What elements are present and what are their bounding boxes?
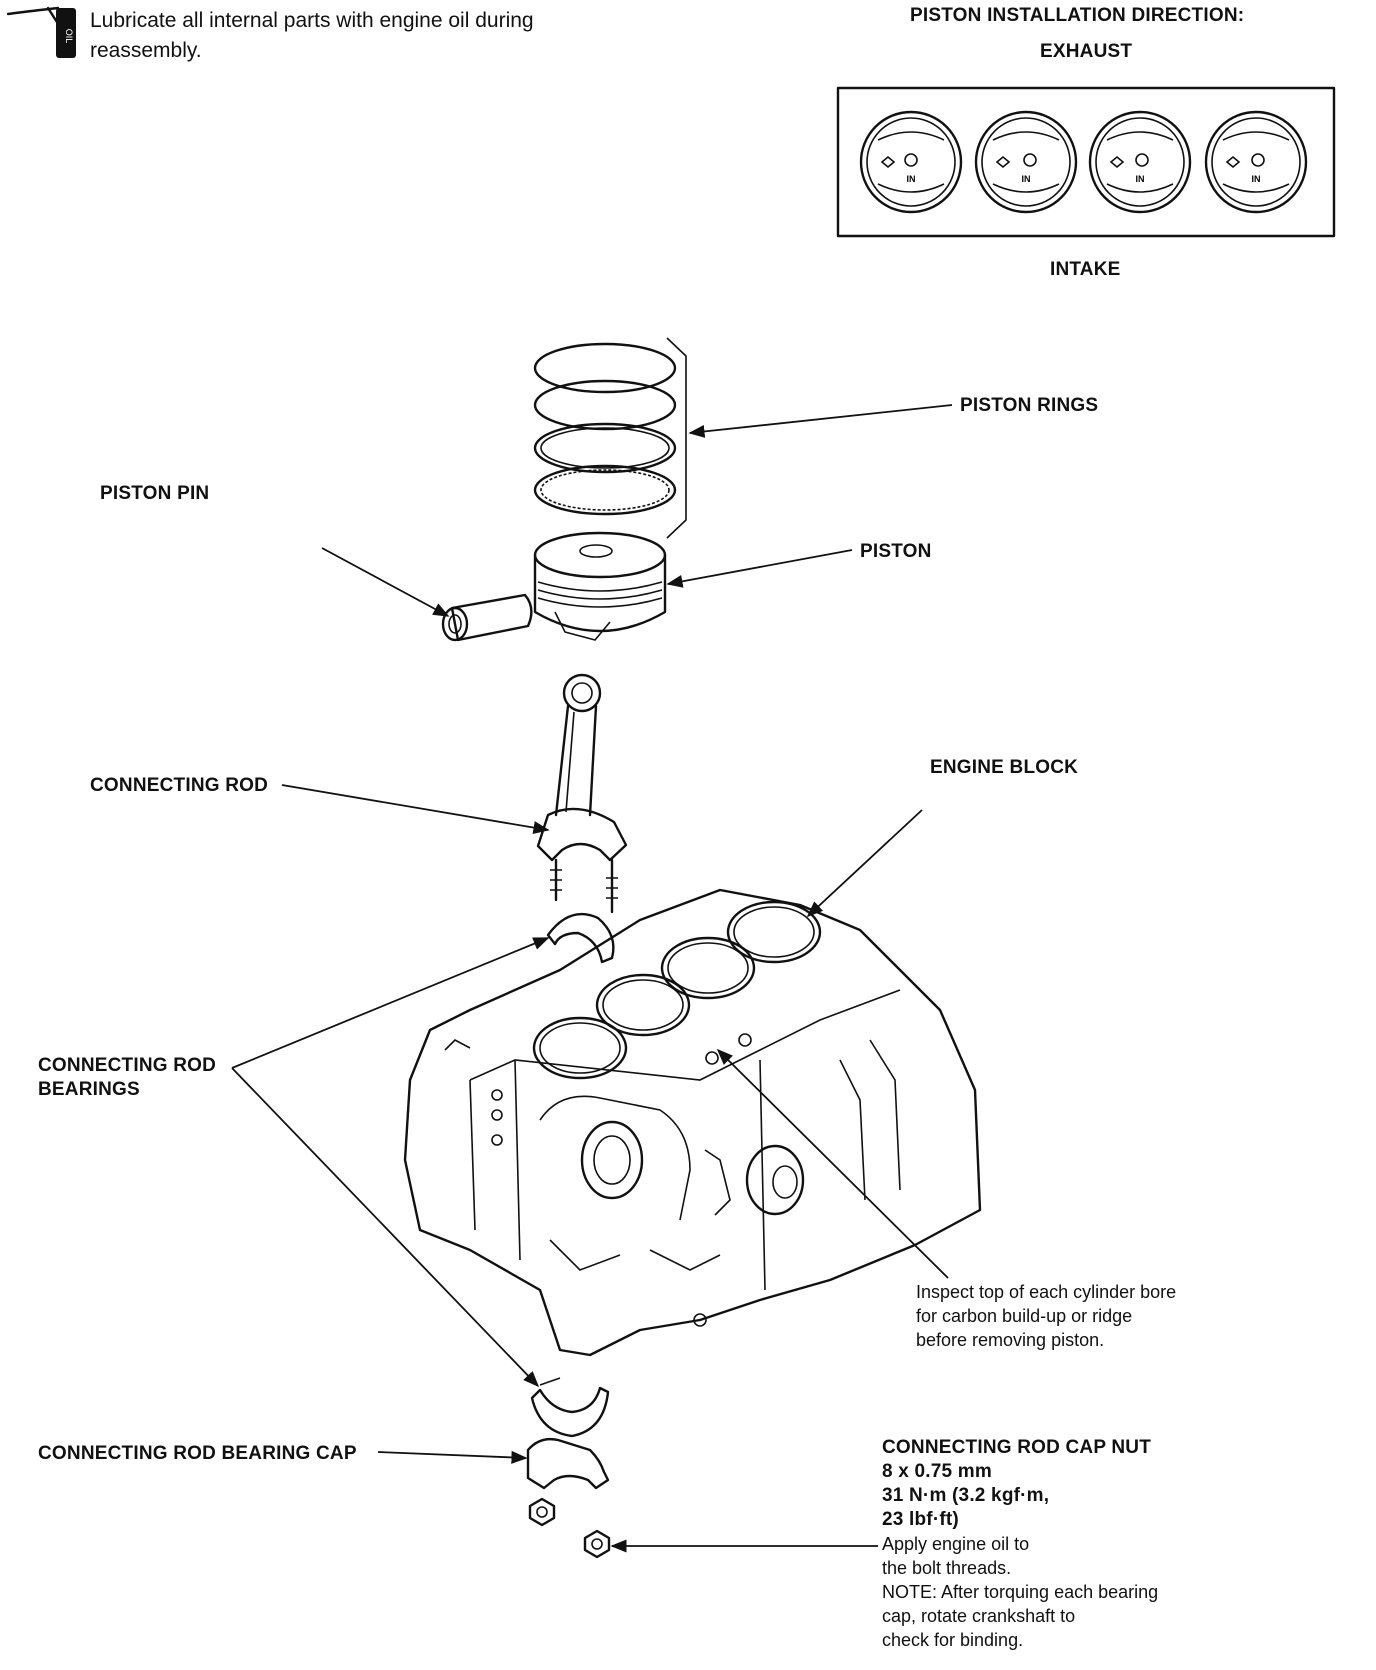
oil-can-icon: OIL (6, 6, 76, 58)
piston-rings-drawing (533, 337, 687, 539)
leader-piston (666, 549, 853, 588)
label-rod-bearings-line-1: CONNECTING ROD (38, 1055, 217, 1076)
piston-top-view-3 (1088, 110, 1192, 214)
cap-nut-1-drawing (528, 1497, 556, 1527)
inspect-note-line-3: before removing piston. (916, 1330, 1105, 1350)
leader-lower-bearing (231, 1067, 540, 1388)
piston-top-view-2 (974, 110, 1078, 214)
label-rod-bearings-line-2: BEARINGS (38, 1079, 140, 1100)
label-engine-block: ENGINE BLOCK (930, 757, 1079, 778)
upper-bearing-drawing (546, 912, 615, 964)
cap-nut-note-4: cap, rotate crankshaft to (882, 1606, 1076, 1626)
leader-bearing-cap (377, 1450, 528, 1464)
direction-intake-label: INTAKE (1050, 259, 1121, 280)
piston-mark-2: IN (1022, 174, 1031, 184)
piston-top-view-4 (1204, 110, 1308, 214)
oil-can-icon-text: OIL (64, 29, 74, 44)
piston-drawing (533, 531, 667, 641)
lower-bearing-drawing (530, 1377, 610, 1438)
engine-block-drawing (403, 888, 982, 1357)
leader-connecting-rod (281, 784, 550, 834)
label-piston-pin: PISTON PIN (100, 483, 210, 504)
leader-piston-pin (321, 547, 450, 617)
oil-note-line-2: reassembly. (90, 39, 202, 62)
cap-nut-2-drawing (583, 1529, 611, 1559)
piston-mark-1: IN (907, 174, 916, 184)
leader-engine-block (806, 809, 923, 918)
leader-upper-bearing (231, 937, 550, 1069)
piston-mark-4: IN (1252, 174, 1261, 184)
label-connecting-rod: CONNECTING ROD (90, 775, 269, 796)
piston-top-view-1 (859, 110, 963, 214)
cap-nut-title: CONNECTING ROD CAP NUT (882, 1437, 1151, 1458)
cap-nut-spec-2: 31 N·m (3.2 kgf·m, (882, 1485, 1050, 1506)
inspect-note-line-2: for carbon build-up or ridge (916, 1306, 1133, 1326)
connecting-rod-drawing (536, 673, 628, 914)
cap-nut-note-1: Apply engine oil to (882, 1534, 1030, 1554)
inspect-note-line-1: Inspect top of each cylinder bore (916, 1282, 1177, 1302)
label-piston-rings: PISTON RINGS (960, 395, 1099, 416)
cap-nut-note-2: the bolt threads. (882, 1558, 1012, 1578)
leader-cylinder-bore (716, 1048, 949, 1279)
cap-nut-note-3: NOTE: After torquing each bearing (882, 1582, 1159, 1602)
cap-nut-spec-1: 8 x 0.75 mm (882, 1461, 992, 1482)
bearing-cap-drawing (526, 1437, 610, 1490)
cap-nut-note-5: check for binding. (882, 1630, 1024, 1650)
oil-note-line-1: Lubricate all internal parts with engine… (90, 9, 534, 32)
piston-mark-3: IN (1136, 174, 1145, 184)
piston-pin-drawing (441, 593, 533, 642)
direction-title: PISTON INSTALLATION DIRECTION: (910, 5, 1245, 26)
cap-nut-spec-3: 23 lbf·ft) (882, 1509, 959, 1530)
direction-exhaust-label: EXHAUST (1040, 41, 1133, 62)
label-bearing-cap: CONNECTING ROD BEARING CAP (38, 1443, 357, 1464)
piston-direction-box: IN IN IN IN (836, 86, 1336, 238)
leader-piston-rings (688, 404, 953, 438)
label-piston: PISTON (860, 541, 932, 562)
